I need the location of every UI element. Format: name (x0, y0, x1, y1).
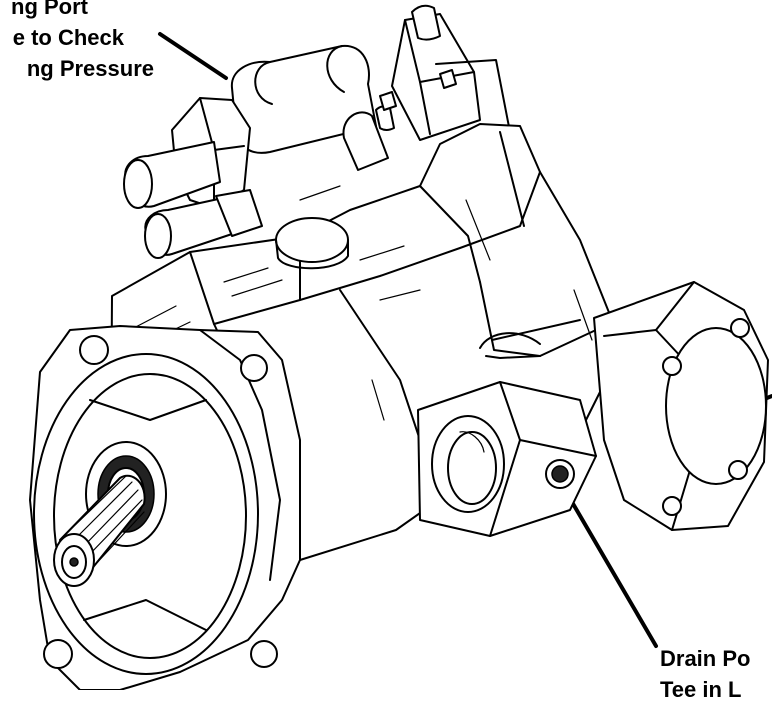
charging-port-callout: ng Port e to Check ng Pressure (0, 0, 154, 84)
drain-port-leader-line (556, 476, 658, 648)
splined-shaft (53, 474, 146, 587)
drain-port-callout: Drain Po Tee in L (660, 643, 750, 705)
drain-port-callout-line-1: Drain Po (660, 646, 751, 671)
charging-port-callout-line-2: e to Check (12, 25, 124, 50)
charge-relief-valve (123, 4, 511, 259)
mounting-flange (29, 325, 301, 690)
charging-port-callout-line-1: ng Port (11, 0, 88, 19)
charging-port-callout-line-3: ng Pressure (26, 56, 154, 81)
charging-port-leader-line (158, 32, 228, 80)
hydraulic-pump-drawing-icon (29, 4, 772, 690)
right-port-block (417, 281, 769, 537)
